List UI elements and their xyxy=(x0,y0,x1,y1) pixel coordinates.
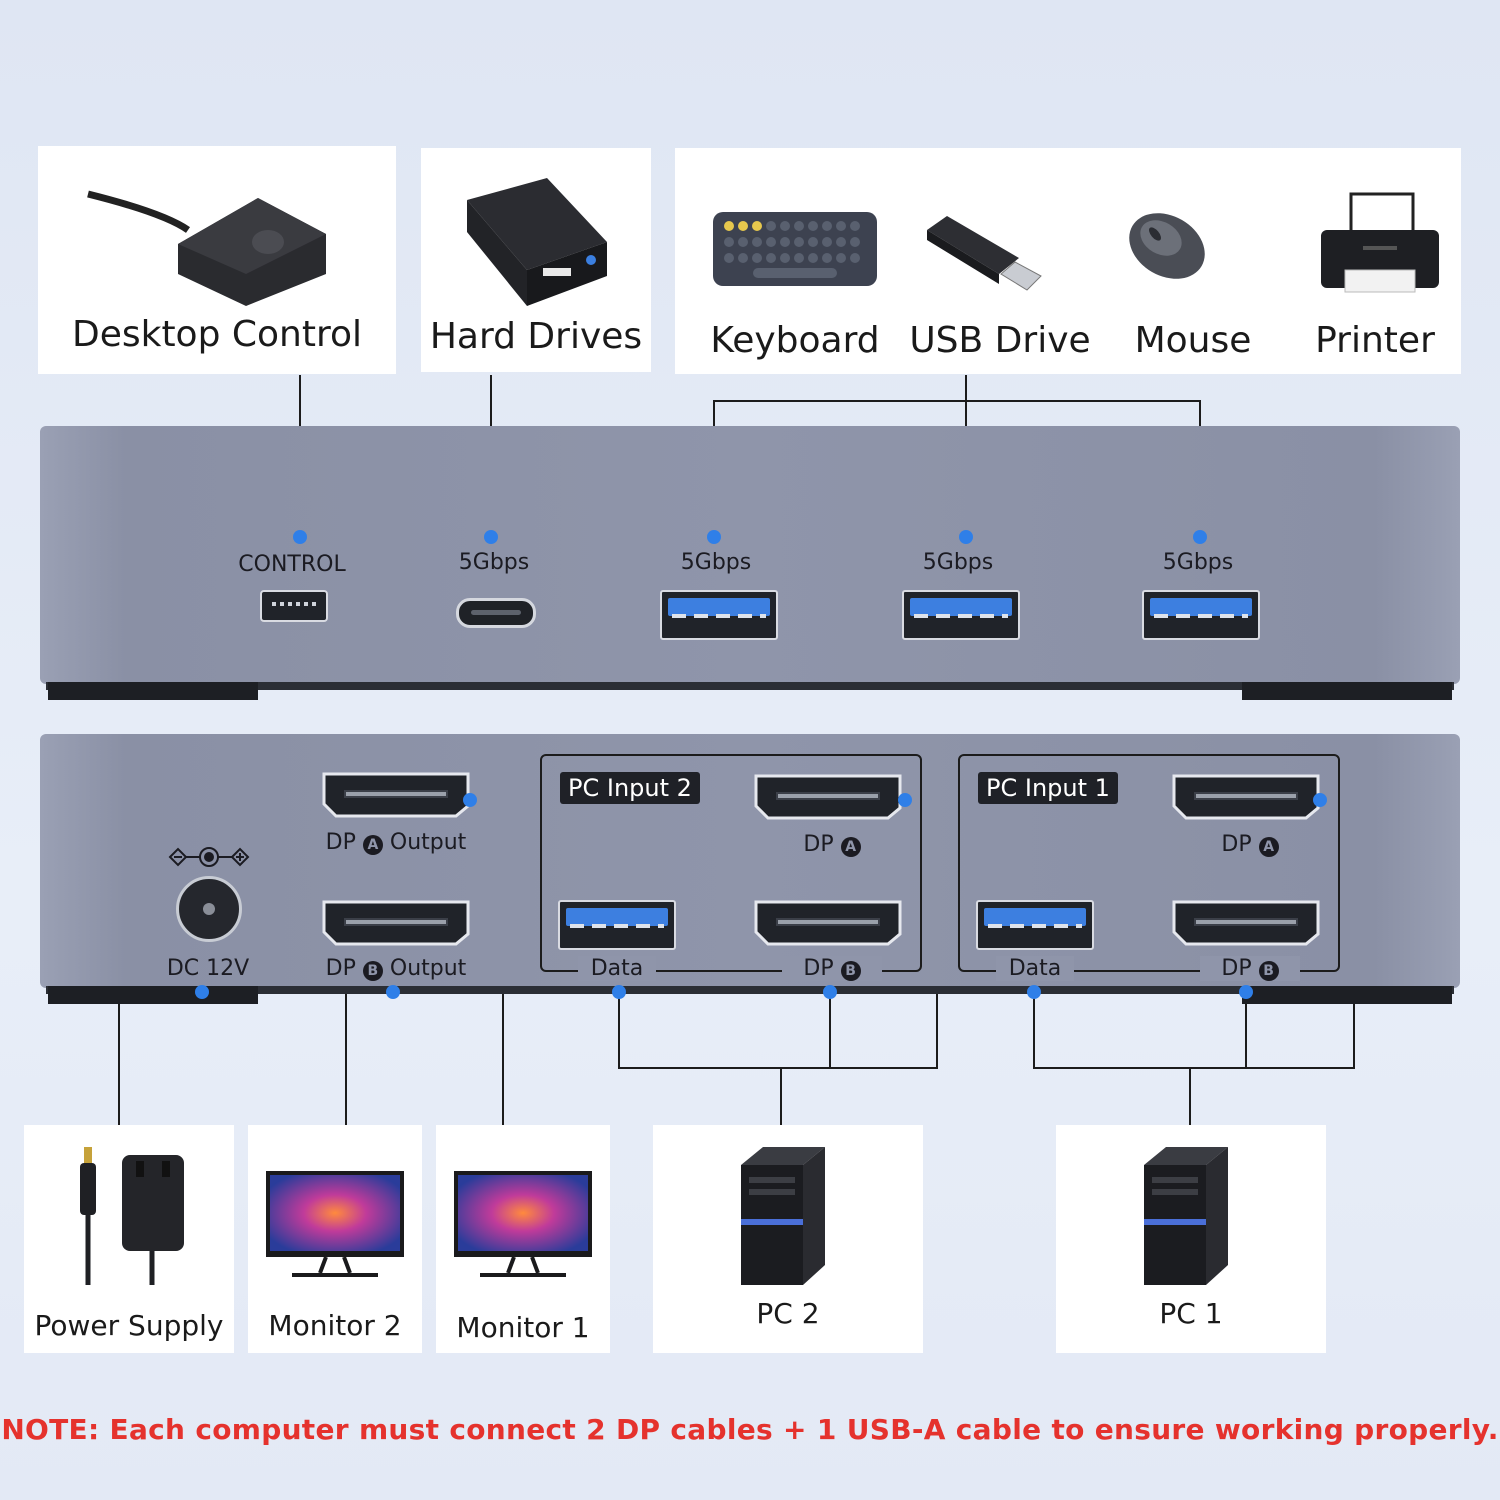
connector-dot xyxy=(959,530,973,544)
back-panel: DC 12V DP A Output DP B Output PC Input … xyxy=(40,734,1460,1004)
pc2-dp-b-port[interactable] xyxy=(754,900,902,946)
desktop-control-label: Desktop Control xyxy=(71,314,363,355)
dc-polarity-icon xyxy=(168,847,250,867)
desktop-control-card: Desktop Control xyxy=(38,146,396,374)
badge-a-icon: A xyxy=(362,835,383,855)
pc2-dp-a-port[interactable] xyxy=(754,774,902,820)
pc1-data-port[interactable] xyxy=(976,900,1094,950)
connector-dot xyxy=(1027,985,1041,999)
power-supply-label: Power Supply xyxy=(34,1309,224,1342)
connector-dot xyxy=(898,793,912,807)
badge-b-icon: B xyxy=(840,961,861,981)
desktop-control-switch-icon xyxy=(87,190,326,306)
connector-dot xyxy=(1313,793,1327,807)
usba-2-speed-label: 5Gbps xyxy=(922,550,994,575)
dp-b-output-port[interactable] xyxy=(322,900,470,946)
power-supply-card: Power Supply xyxy=(24,1125,234,1353)
usb-drive-label: USB Drive xyxy=(909,320,1091,361)
usba-port-3[interactable] xyxy=(1142,590,1260,640)
pc-1-card: PC 1 xyxy=(1056,1125,1326,1353)
hard-drives-label: Hard Drives xyxy=(429,316,643,357)
peripherals-card: Keyboard USB Drive Mouse Printer xyxy=(675,148,1461,374)
usba-3-speed-label: 5Gbps xyxy=(1162,550,1234,575)
badge-b-icon: B xyxy=(362,961,383,981)
mouse-icon xyxy=(1129,213,1205,279)
printer-label: Printer xyxy=(1315,320,1435,361)
usbc-port[interactable] xyxy=(456,598,536,628)
keyboard-icon xyxy=(713,212,877,286)
printer-icon xyxy=(1321,192,1439,293)
connector-dot xyxy=(1239,985,1253,999)
pc-1-label: PC 1 xyxy=(1159,1297,1223,1330)
pc2-dp-b-label: DP B xyxy=(782,956,882,981)
pc-input-2-tag: PC Input 2 xyxy=(560,772,700,804)
badge-a-icon: A xyxy=(840,837,861,857)
usb-drive-icon xyxy=(927,216,1042,291)
connector-dot xyxy=(463,793,477,807)
hard-drives-card: Hard Drives xyxy=(421,148,651,372)
dp-a-output-port[interactable] xyxy=(322,772,470,818)
pc-tower-icon xyxy=(1144,1147,1228,1285)
badge-b-icon: B xyxy=(1258,961,1279,981)
pc1-dp-b-label: DP B xyxy=(1200,956,1300,981)
connector-dot xyxy=(1193,530,1207,544)
dc-label: DC 12V xyxy=(166,956,250,981)
front-panel: CONTROL 5Gbps 5Gbps 5Gbps 5Gbps xyxy=(40,426,1460,700)
control-port[interactable] xyxy=(260,590,328,622)
connector-dot xyxy=(707,530,721,544)
monitor-1-label: Monitor 1 xyxy=(456,1311,590,1344)
monitor-2-card: Monitor 2 xyxy=(248,1125,422,1353)
pc1-data-label: Data xyxy=(996,956,1074,981)
usbc-speed-label: 5Gbps xyxy=(458,550,530,575)
monitor-2-label: Monitor 2 xyxy=(268,1309,402,1342)
pc2-dp-a-label: DP A xyxy=(782,832,882,857)
pc2-data-label: Data xyxy=(578,956,656,981)
connector-dot xyxy=(386,985,400,999)
usba-port-1[interactable] xyxy=(660,590,778,640)
connector-dot xyxy=(612,985,626,999)
pc-2-card: PC 2 xyxy=(653,1125,923,1353)
pc-input-1-group: PC Input 1 DP A Data DP B xyxy=(958,754,1340,981)
dp-a-output-label: DP A Output xyxy=(325,830,467,855)
monitor-icon xyxy=(454,1171,592,1277)
pc1-dp-b-port[interactable] xyxy=(1172,900,1320,946)
monitor-icon xyxy=(266,1171,404,1277)
pc2-data-port[interactable] xyxy=(558,900,676,950)
connector-dot xyxy=(293,530,307,544)
control-port-label: CONTROL xyxy=(238,552,346,577)
connector-dot xyxy=(195,985,209,999)
hard-drive-icon xyxy=(467,178,607,306)
connector-dot xyxy=(484,530,498,544)
pc-tower-icon xyxy=(741,1147,825,1285)
power-adapter-icon xyxy=(80,1147,184,1285)
connector-dot xyxy=(823,985,837,999)
badge-a-icon: A xyxy=(1258,837,1279,857)
usba-port-2[interactable] xyxy=(902,590,1020,640)
mouse-label: Mouse xyxy=(1134,320,1252,361)
pc1-dp-a-label: DP A xyxy=(1200,832,1300,857)
keyboard-label: Keyboard xyxy=(710,320,880,361)
note-text: NOTE: Each computer must connect 2 DP ca… xyxy=(1,1413,1499,1446)
dc-power-jack[interactable] xyxy=(176,876,242,942)
pc-input-2-group: PC Input 2 DP A Data DP B xyxy=(540,754,922,981)
monitor-1-card: Monitor 1 xyxy=(436,1125,610,1353)
pc-input-1-tag: PC Input 1 xyxy=(978,772,1118,804)
dp-b-output-label: DP B Output xyxy=(325,956,467,981)
pc1-dp-a-port[interactable] xyxy=(1172,774,1320,820)
pc-2-label: PC 2 xyxy=(756,1297,820,1330)
usba-1-speed-label: 5Gbps xyxy=(680,550,752,575)
